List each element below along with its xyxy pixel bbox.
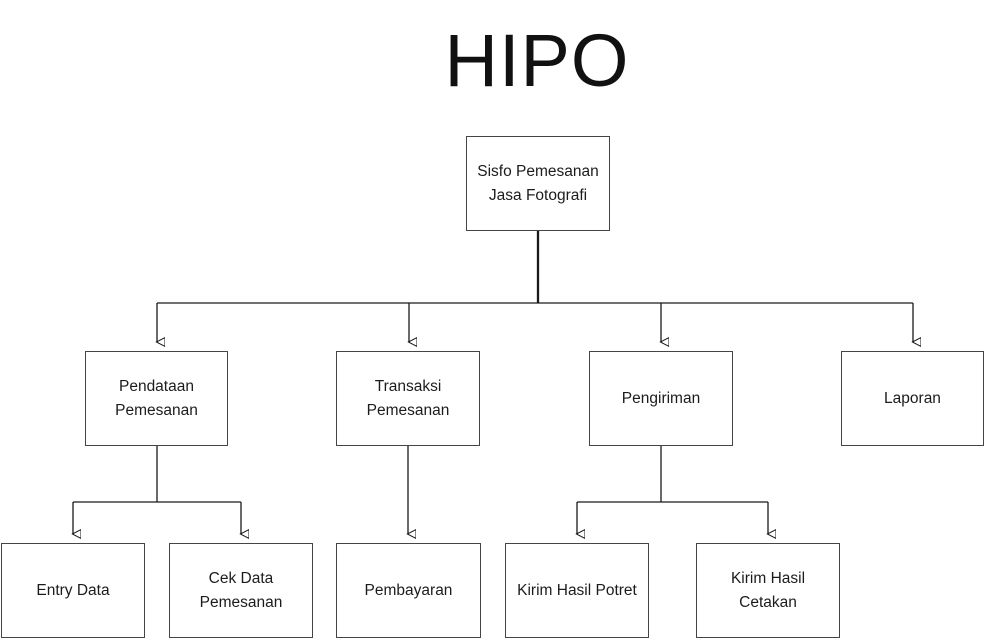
node-kirim-hasil-potret: Kirim Hasil Potret (505, 543, 649, 638)
node-cek-data-pemesanan: Cek Data Pemesanan (169, 543, 313, 638)
node-pendataan-pemesanan: Pendataan Pemesanan (85, 351, 228, 446)
node-laporan: Laporan (841, 351, 984, 446)
node-kirim-hasil-cetakan: Kirim Hasil Cetakan (696, 543, 840, 638)
node-sisfo-pemesanan-jasa-fotografi: Sisfo Pemesanan Jasa Fotografi (466, 136, 610, 231)
diagram-title: HIPO (444, 19, 630, 102)
node-entry-data: Entry Data (1, 543, 145, 638)
node-transaksi-pemesanan: Transaksi Pemesanan (336, 351, 480, 446)
node-pengiriman: Pengiriman (589, 351, 733, 446)
node-pembayaran: Pembayaran (336, 543, 481, 638)
